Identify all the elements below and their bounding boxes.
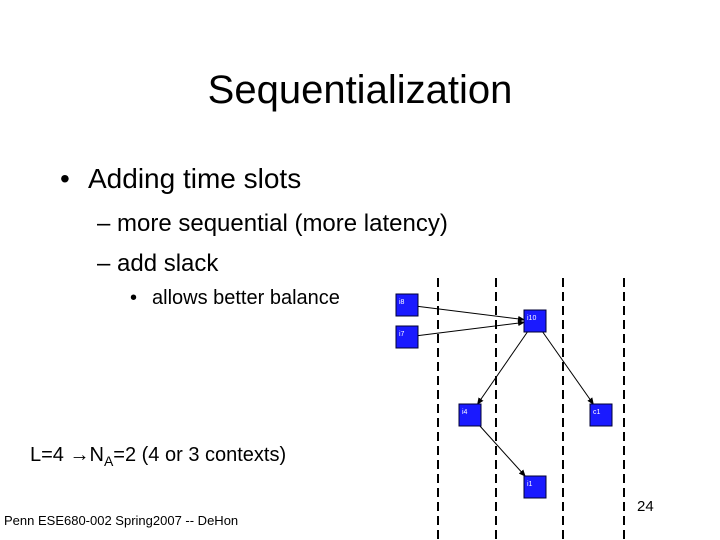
node-label: i10	[527, 315, 536, 322]
node-label: i8	[399, 299, 405, 306]
time-slot-dividers	[437, 278, 625, 540]
latency-note-n: N	[89, 444, 104, 466]
edges	[417, 305, 594, 477]
bullet-main: • Adding time slots	[60, 163, 301, 195]
node-box	[523, 475, 547, 499]
latency-note: L=4 →NA=2 (4 or 3 contexts)	[30, 444, 287, 469]
edge-i8-i10	[417, 305, 525, 322]
node-label: i1	[527, 481, 533, 488]
node-label: i4	[462, 409, 468, 416]
page-number: 24	[637, 498, 654, 515]
nodes: i8 i10 i7 i4 c1 i1	[395, 293, 613, 499]
bullet-dot: •	[60, 163, 70, 194]
bullet-sub-2: – add slack	[97, 250, 219, 277]
edge-i7-i10	[417, 320, 525, 337]
node-box	[458, 403, 482, 427]
node-label: i7	[399, 331, 405, 338]
bullet-subsub-text: allows better balance	[152, 287, 340, 309]
edge-i10-i4	[477, 331, 528, 405]
bullet-dot: •	[130, 287, 138, 309]
node-i8: i8	[395, 293, 419, 317]
bullet-main-text: Adding time slots	[88, 163, 302, 194]
node-box	[395, 325, 419, 349]
node-i4: i4	[458, 403, 482, 427]
node-box	[589, 403, 613, 427]
latency-note-suffix: =2 (4 or 3 contexts)	[113, 444, 287, 466]
edge-i4-i1	[479, 425, 526, 477]
node-i7: i7	[395, 325, 419, 349]
node-box	[395, 293, 419, 317]
node-label: c1	[593, 409, 601, 416]
bullet-subsub: • allows better balance	[130, 287, 340, 310]
node-i1: i1	[523, 475, 547, 499]
latency-note-prefix: L=4	[30, 444, 70, 466]
slide-title: Sequentialization	[207, 68, 513, 112]
edge-i10-c1	[542, 331, 594, 405]
latency-note-subscript: A	[103, 453, 114, 469]
footer: Penn ESE680-002 Spring2007 -- DeHon	[4, 513, 239, 528]
node-i10: i10	[523, 309, 547, 333]
node-box	[523, 309, 547, 333]
bullet-sub-1: – more sequential (more latency)	[97, 210, 448, 237]
implies-arrow-icon: →	[69, 444, 90, 466]
node-c1: c1	[589, 403, 613, 427]
